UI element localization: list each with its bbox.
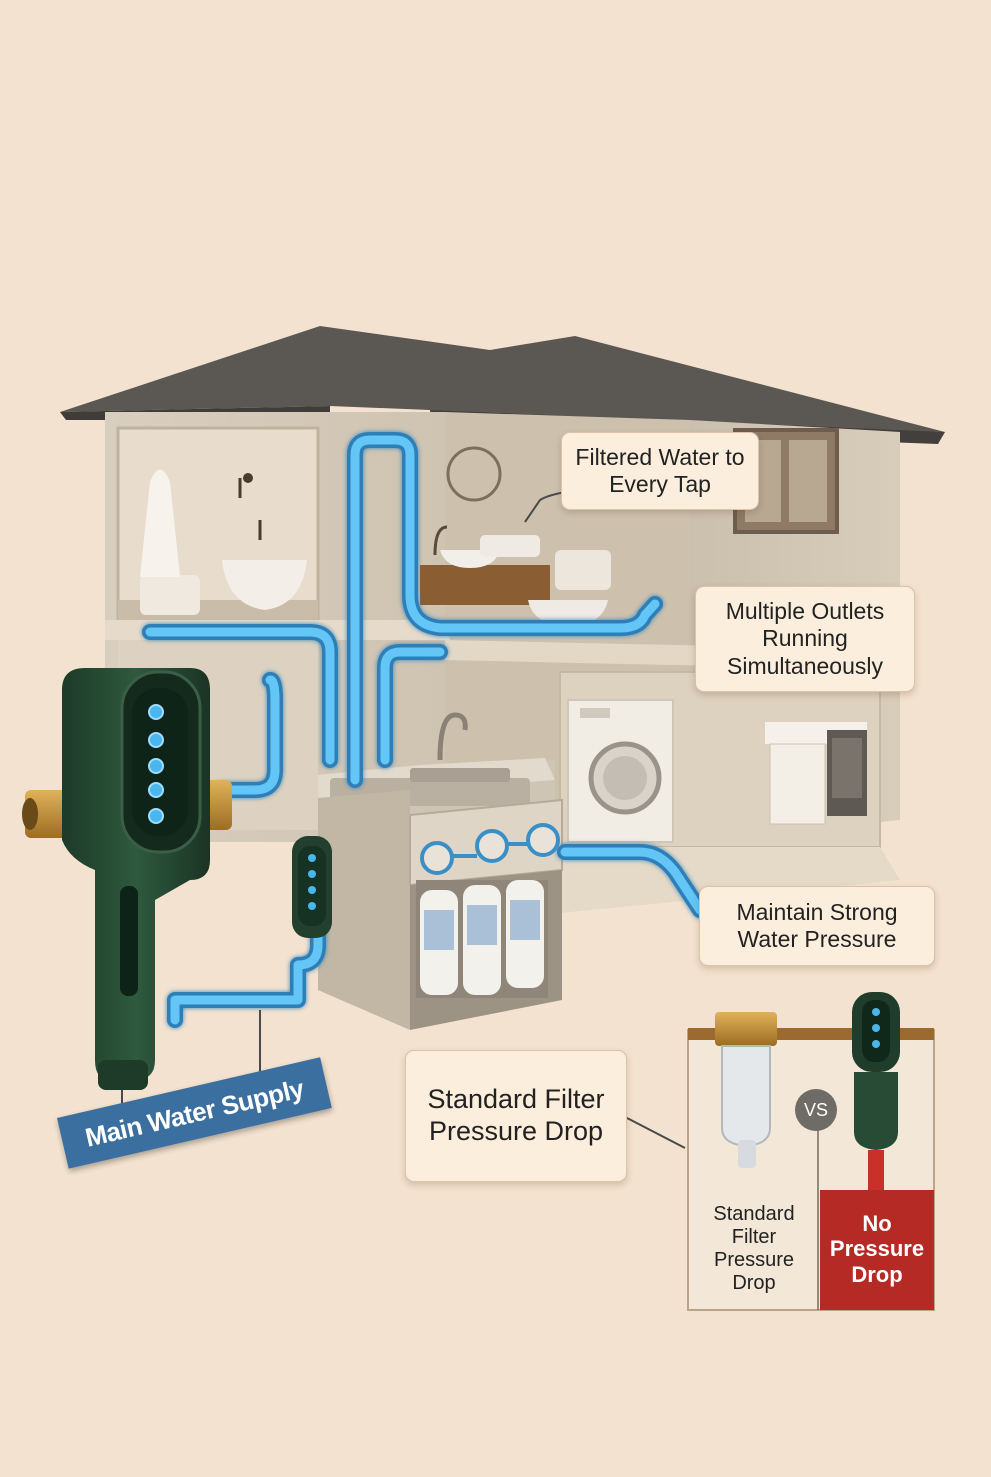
comparison-left-label: Standard Filter Pressure Drop [713,1203,795,1294]
callout-standard-filter: Standard Filter Pressure Drop [405,1050,627,1182]
no-drop-filter-icon [852,992,900,1190]
bathroom-fixtures [140,446,611,628]
comparison-right-label: No Pressure Drop [829,1211,925,1287]
comparison-panel [687,992,935,1311]
pipe-network [142,432,708,1028]
under-sink-filter-icon [416,823,560,998]
sink-icon [410,712,510,782]
washing-machine-icon [567,699,674,843]
callout-filtered-water: Filtered Water to Every Tap [561,432,759,510]
pressure-controller-icon [292,836,332,938]
whole-house-filter-icon [22,668,232,1090]
callout-multiple-outlets: Multiple Outlets Running Simultaneously [695,586,915,692]
standard-filter-icon [715,1012,777,1168]
vs-badge: VS [795,1089,837,1131]
kitchen-counter [765,722,867,825]
toilet-icon [222,560,307,610]
callout-maintain-pressure: Maintain Strong Water Pressure [699,886,935,966]
